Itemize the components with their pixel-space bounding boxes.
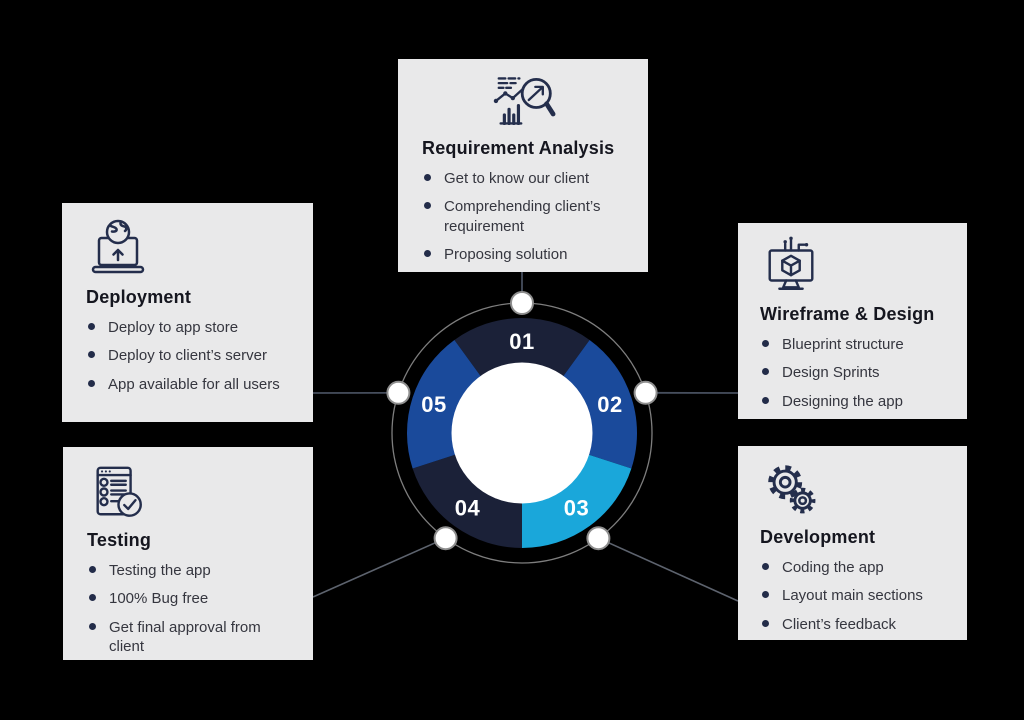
segment-01 [454,318,590,377]
panel-title: Deployment [86,287,192,307]
laptop-globe-upload-icon [86,219,293,279]
bullet-text: Deploy to app store [108,318,239,336]
panel-requirement-analysis: Requirement Analysis Get to know our cli… [398,59,648,272]
bullet-dot [424,202,431,210]
bullet-dot [88,322,95,330]
bullet-dot [762,396,769,404]
connector-bottom-right [598,537,739,602]
bullet-item: 100% Bug free [87,589,293,609]
bullet-item: Design Sprints [760,363,947,383]
step-number-04: 04 [455,496,481,521]
bullet-item: Testing the app [87,561,293,581]
bullet-list: Get to know our client Comprehending cli… [422,169,628,265]
panel-title: Wireframe & Design [760,304,935,324]
bullet-dot [89,594,96,602]
bullet-list: Blueprint structure Design Sprints Desig… [760,335,947,412]
panel-title: Development [760,527,876,547]
bullet-text: Deploy to client’s server [108,347,267,365]
bullet-item: Deploy to app store [86,318,293,338]
node-bottom-left [433,526,458,551]
node-right [633,380,658,405]
bullet-dot [88,351,95,359]
bullet-item: Deploy to client’s server [86,346,293,366]
connector-bottom-left [312,537,446,598]
panel-title: Testing [87,530,152,550]
segment-05 [407,339,482,469]
panel-deployment: Deployment Deploy to app store Deploy to… [62,203,313,422]
bullet-text: Comprehending client’s requirement [444,198,601,235]
step-numbers: 01 02 03 04 05 [421,329,622,521]
bullet-list: Deploy to app store Deploy to client’s s… [86,318,293,395]
panel-title: Requirement Analysis [422,138,615,158]
bullet-dot [424,250,431,258]
bullet-text: App available for all users [108,375,280,393]
bullet-text: Layout main sections [782,587,923,605]
gears-icon [760,459,947,519]
bullet-text: 100% Bug free [109,590,209,608]
step-number-01: 01 [509,329,534,354]
segment-02 [562,339,637,469]
bullet-list: Coding the app Layout main sections Clie… [760,558,947,635]
step-number-03: 03 [564,496,589,521]
bullet-item: Comprehending client’s requirement [422,197,628,236]
bullet-item: Coding the app [760,558,947,578]
segment-03 [521,453,632,548]
bullet-item: Get to know our client [422,169,628,189]
chart-magnifier-icon [422,70,628,130]
bullet-item: Client’s feedback [760,615,947,635]
bullet-item: Designing the app [760,392,947,412]
bullet-item: Get final approval from client [87,618,293,657]
bullet-item: App available for all users [86,375,293,395]
bullet-item: Blueprint structure [760,335,947,355]
bullet-text: Client’s feedback [782,615,896,633]
bullet-dot [424,173,431,181]
bullet-text: Get to know our client [444,169,590,187]
bullet-text: Designing the app [782,392,903,410]
connector-lines [312,272,739,602]
bullet-text: Coding the app [782,558,884,576]
node-top [510,291,534,315]
bullet-dot [762,591,769,599]
bullet-text: Proposing solution [444,246,568,264]
bullet-text: Blueprint structure [782,335,904,353]
donut-inner-disc [451,362,593,504]
bullet-item: Layout main sections [760,586,947,606]
panel-development: Development Coding the app Layout main s… [738,446,967,640]
bullet-dot [762,368,769,376]
bullet-dot [762,339,769,347]
bullet-list: Testing the app 100% Bug free Get final … [87,561,293,657]
node-bottom-right [586,526,611,551]
bullet-text: Get final approval from client [109,618,261,656]
bullet-dot [89,565,96,573]
bullet-dot [762,619,769,627]
monitor-cube-icon [760,236,947,296]
orbit-nodes [386,291,658,551]
checklist-icon [87,462,293,522]
bullet-dot [89,622,96,630]
bullet-text: Testing the app [109,561,211,579]
bullet-text: Design Sprints [782,364,880,382]
step-number-02: 02 [597,392,622,417]
bullet-item: Proposing solution [422,245,628,265]
bullet-dot [88,379,95,387]
bullet-dot [762,562,769,570]
donut-ring [407,318,637,548]
node-left [386,380,411,405]
step-number-05: 05 [421,392,446,417]
segment-04 [412,453,523,548]
panel-testing: Testing Testing the app 100% Bug free Ge… [63,447,313,660]
panel-wireframe-design: Wireframe & Design Blueprint structure D… [738,223,967,419]
